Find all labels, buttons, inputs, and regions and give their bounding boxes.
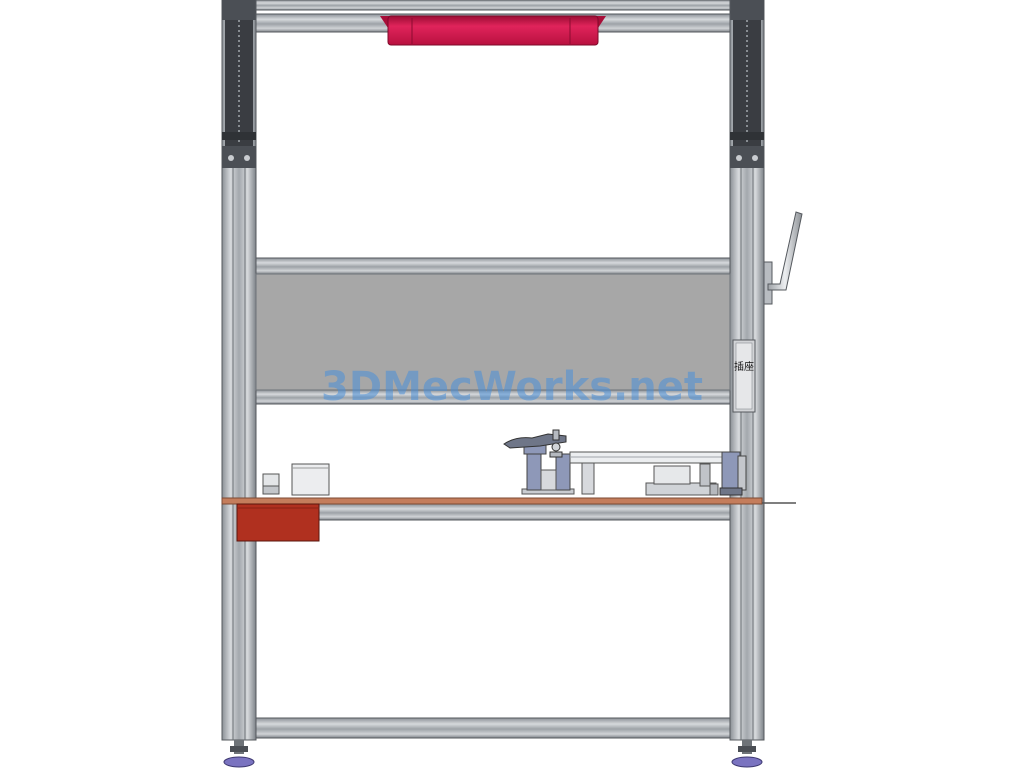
motor-unit (719, 451, 747, 496)
right-foot (731, 740, 763, 768)
worktop-support-beam (255, 503, 731, 521)
bottom-beam (255, 717, 731, 739)
drawer (236, 503, 320, 542)
lever-handle (763, 211, 803, 305)
left-foot (223, 740, 255, 768)
support-bar-fixture (569, 451, 725, 495)
socket-box (732, 339, 756, 413)
watermark-text: 3DMecWorks.net (321, 364, 703, 410)
upper-middle-beam (255, 257, 731, 275)
cylinder-block (645, 463, 719, 496)
worktop (221, 497, 763, 505)
back-panel (255, 273, 731, 391)
small-box (262, 473, 280, 495)
socket-label: 插座 (734, 360, 754, 373)
storage-box (291, 463, 330, 496)
toggle-clamp-fixture (503, 429, 575, 495)
left-post (221, 0, 257, 741)
corner-brackets (222, 0, 764, 168)
top-lamp (380, 15, 606, 46)
